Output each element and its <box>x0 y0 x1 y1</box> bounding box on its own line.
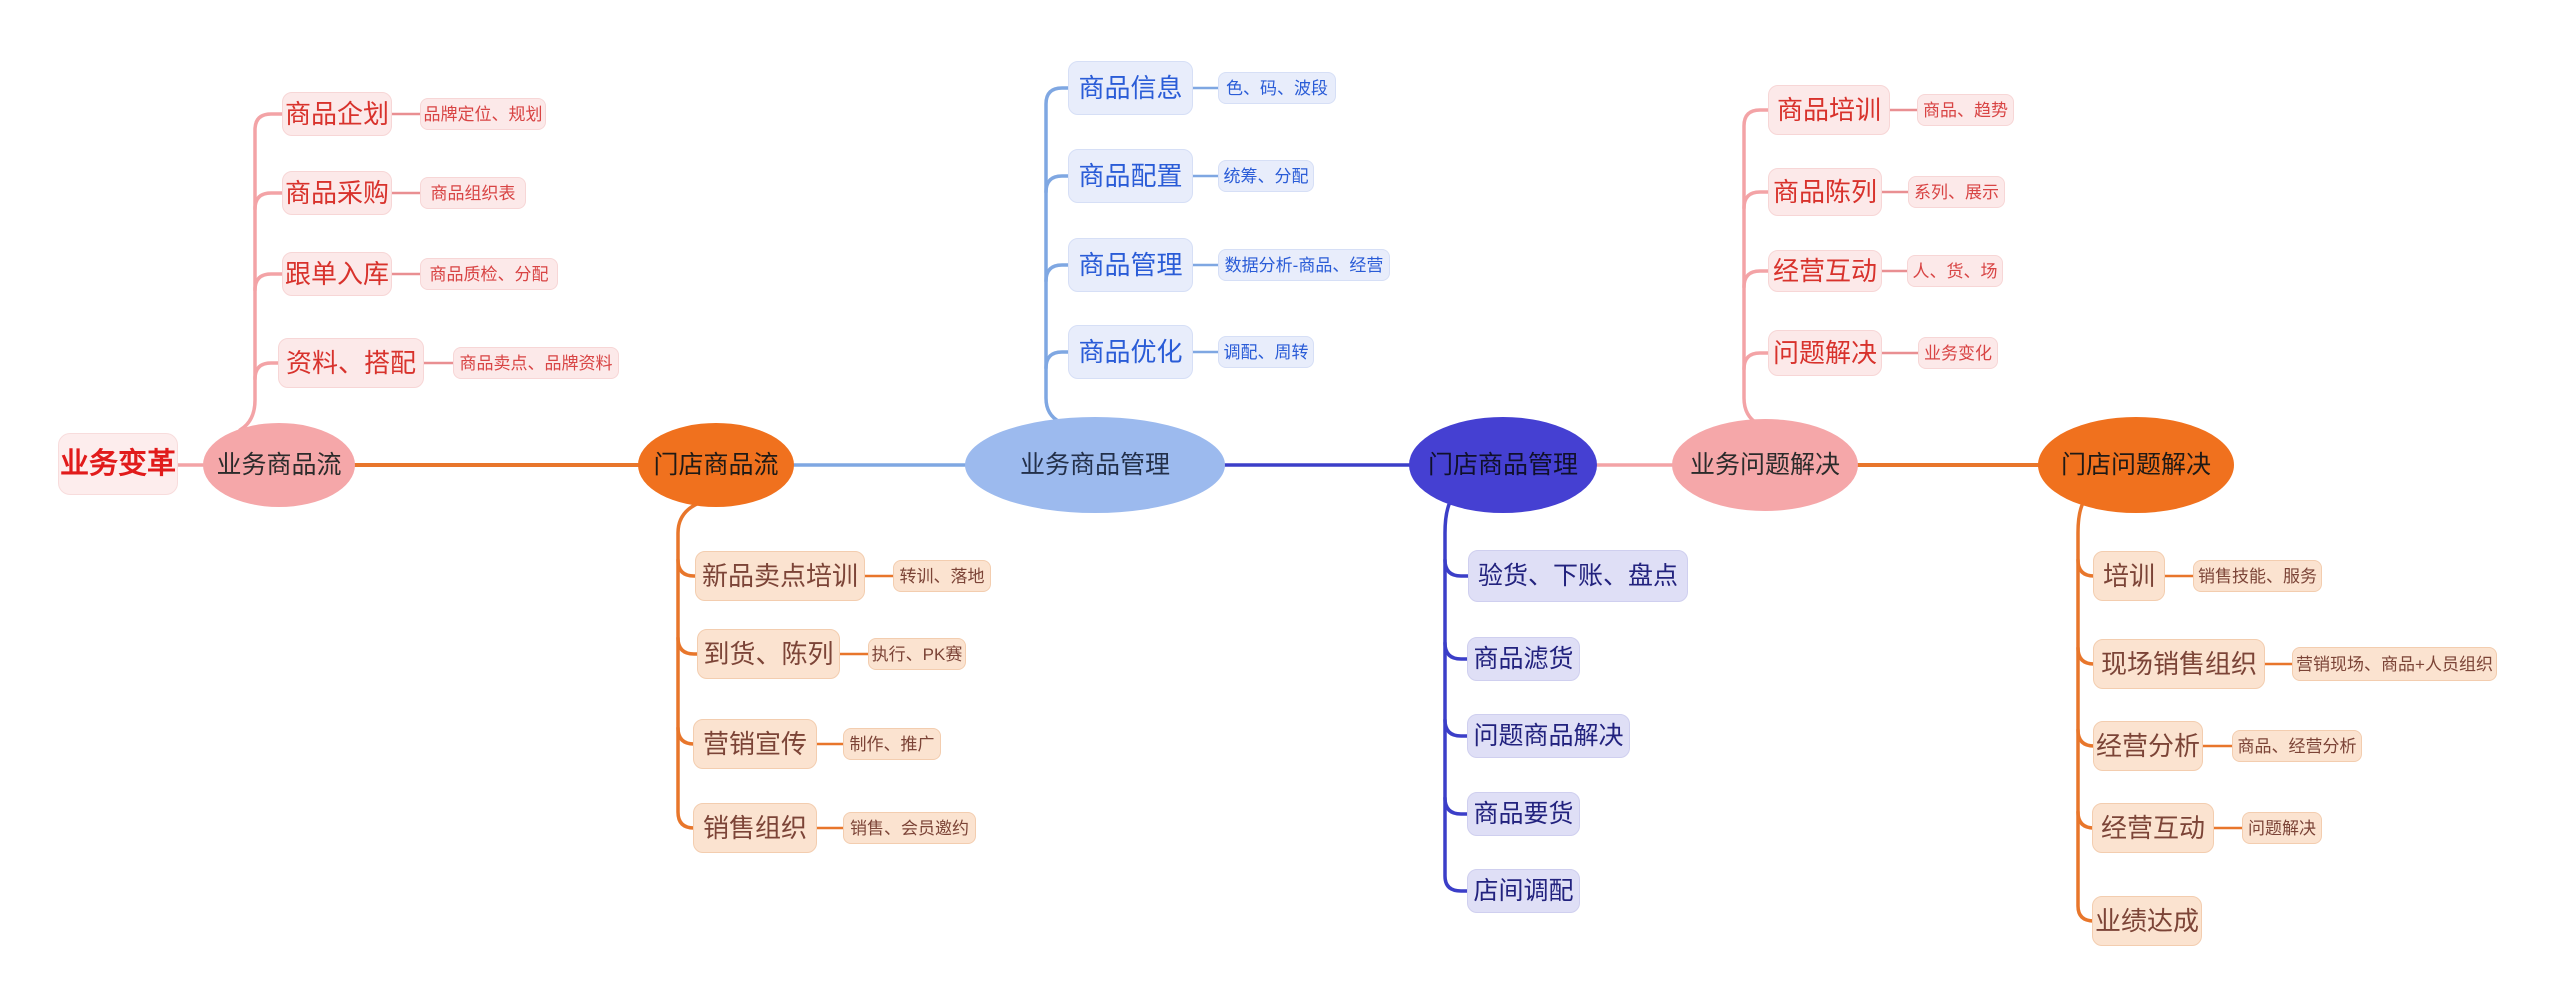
branch-5-ellipse[interactable]: 业务问题解决 <box>1672 419 1858 511</box>
edge <box>1742 108 1770 426</box>
edge <box>676 636 699 656</box>
root-topic[interactable]: 业务变革 <box>58 433 178 495</box>
branch-6-child-2-detail[interactable]: 营销现场、商品+人员组织 <box>2292 647 2497 681</box>
branch-4-child-2[interactable]: 商品滤货 <box>1467 637 1580 681</box>
edge <box>253 361 280 381</box>
branch-2-child-4[interactable]: 销售组织 <box>693 803 817 853</box>
edge <box>1742 351 1770 371</box>
branch-2-edges <box>676 501 895 830</box>
branch-6-child-2[interactable]: 现场销售组织 <box>2093 639 2265 689</box>
branch-4-child-4[interactable]: 商品要货 <box>1467 792 1580 836</box>
branch-3-ellipse[interactable]: 业务商品管理 <box>965 417 1225 513</box>
branch-5-child-3-detail[interactable]: 人、货、场 <box>1907 255 2003 287</box>
edge <box>676 558 697 578</box>
branch-4-child-1[interactable]: 验货、下账、盘点 <box>1468 550 1688 602</box>
branch-6-child-3[interactable]: 经营分析 <box>2093 721 2203 771</box>
edge <box>1044 86 1070 424</box>
branch-1-ellipse[interactable]: 业务商品流 <box>203 423 355 507</box>
branch-4-child-5[interactable]: 店间调配 <box>1467 869 1580 913</box>
edge <box>1443 558 1470 578</box>
branch-5-child-3[interactable]: 经营互动 <box>1768 250 1882 292</box>
edge <box>2076 558 2095 578</box>
branch-6-child-5[interactable]: 业绩达成 <box>2092 896 2202 946</box>
branch-1-child-1-detail[interactable]: 品牌定位、规划 <box>420 98 546 130</box>
edge <box>676 726 695 746</box>
branch-6-child-4-detail[interactable]: 问题解决 <box>2242 812 2322 844</box>
branch-5-child-4-detail[interactable]: 业务变化 <box>1918 337 1998 369</box>
branch-3-child-4[interactable]: 商品优化 <box>1068 325 1193 379</box>
branch-1-edges <box>238 112 455 432</box>
branch-5-child-1[interactable]: 商品培训 <box>1768 85 1890 135</box>
edge <box>1742 190 1770 210</box>
edge <box>1742 269 1770 289</box>
branch-2-child-2-detail[interactable]: 执行、PK赛 <box>868 638 966 670</box>
branch-2-ellipse[interactable]: 门店商品流 <box>638 423 794 507</box>
branch-6-child-4[interactable]: 经营互动 <box>2092 803 2214 853</box>
branch-6-ellipse[interactable]: 门店问题解决 <box>2038 417 2234 513</box>
edge <box>238 112 284 432</box>
branch-4-ellipse[interactable]: 门店商品管理 <box>1409 417 1597 513</box>
edge <box>676 501 701 830</box>
branch-2-child-2[interactable]: 到货、陈列 <box>697 629 840 679</box>
branch-5-child-4[interactable]: 问题解决 <box>1768 330 1882 376</box>
branch-3-child-3-detail[interactable]: 数据分析-商品、经营 <box>1218 249 1390 281</box>
branch-6-child-1[interactable]: 培训 <box>2093 551 2165 601</box>
branch-1-child-2-detail[interactable]: 商品组织表 <box>420 177 526 209</box>
branch-1-child-4-detail[interactable]: 商品卖点、品牌资料 <box>453 347 619 379</box>
branch-5-child-2[interactable]: 商品陈列 <box>1768 168 1882 216</box>
branch-2-child-3[interactable]: 营销宣传 <box>693 719 817 769</box>
branch-3-child-3[interactable]: 商品管理 <box>1068 238 1193 292</box>
edge <box>1044 174 1070 194</box>
branch-5-edges <box>1742 108 1920 426</box>
branch-3-child-2-detail[interactable]: 统筹、分配 <box>1218 160 1314 192</box>
branch-2-child-3-detail[interactable]: 制作、推广 <box>843 728 941 760</box>
edge <box>1443 796 1469 816</box>
branch-4-child-3[interactable]: 问题商品解决 <box>1467 714 1630 758</box>
edge <box>1443 718 1469 738</box>
branch-1-child-1[interactable]: 商品企划 <box>282 92 392 136</box>
edge <box>2076 501 2095 923</box>
branch-3-child-1-detail[interactable]: 色、码、波段 <box>1218 72 1336 104</box>
branch-6-child-3-detail[interactable]: 商品、经营分析 <box>2232 730 2362 762</box>
branch-2-child-1-detail[interactable]: 转训、落地 <box>893 560 991 592</box>
branch-3-edges <box>1044 86 1220 424</box>
edge <box>1044 350 1070 370</box>
branch-1-child-2[interactable]: 商品采购 <box>282 171 392 215</box>
branch-4-edges <box>1443 500 1470 893</box>
edge <box>2076 646 2095 666</box>
branch-5-child-2-detail[interactable]: 系列、展示 <box>1908 176 2005 208</box>
edge <box>1044 263 1070 283</box>
branch-2-child-1[interactable]: 新品卖点培训 <box>695 551 865 601</box>
edge <box>253 191 284 211</box>
branch-2-child-4-detail[interactable]: 销售、会员邀约 <box>843 812 976 844</box>
branch-1-child-4[interactable]: 资料、搭配 <box>278 338 424 388</box>
edge <box>2076 728 2095 748</box>
edge <box>253 272 284 292</box>
branch-3-child-2[interactable]: 商品配置 <box>1068 149 1193 203</box>
branch-1-child-3[interactable]: 跟单入库 <box>282 252 392 296</box>
branch-5-child-1-detail[interactable]: 商品、趋势 <box>1917 94 2014 126</box>
branch-6-child-1-detail[interactable]: 销售技能、服务 <box>2193 560 2322 592</box>
branch-3-child-1[interactable]: 商品信息 <box>1068 61 1193 115</box>
edge <box>1443 641 1469 661</box>
branch-3-child-4-detail[interactable]: 调配、周转 <box>1218 336 1314 368</box>
branch-1-child-3-detail[interactable]: 商品质检、分配 <box>420 258 558 290</box>
edge <box>1443 500 1469 893</box>
